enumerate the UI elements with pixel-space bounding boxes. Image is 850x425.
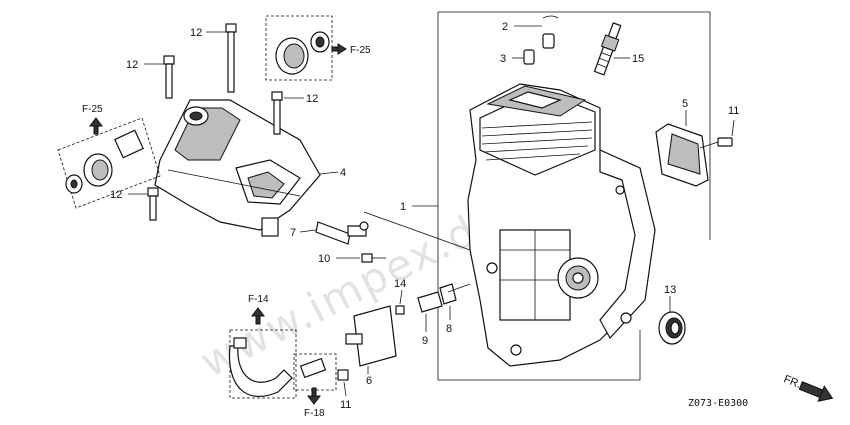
- callout-12-left: 12: [126, 59, 138, 71]
- spark-plug[interactable]: [593, 22, 624, 76]
- bolt-12-left[interactable]: [163, 55, 175, 99]
- tube-assembly: [293, 353, 337, 391]
- crankcase[interactable]: [467, 83, 656, 367]
- arrow-up-icon: [89, 117, 103, 135]
- breather-tube[interactable]: [315, 221, 369, 245]
- callout-4: 4: [340, 167, 346, 179]
- breather-gasket[interactable]: [417, 291, 443, 313]
- callout-7: 7: [290, 227, 296, 239]
- diagram-code: Z073-E0300: [688, 398, 748, 409]
- callout-2: 2: [502, 21, 508, 33]
- arrow-up-icon-f14: [251, 307, 265, 325]
- callout-6: 6: [366, 375, 372, 387]
- callout-12-top: 12: [190, 27, 202, 39]
- ref-f14[interactable]: F-14: [248, 294, 269, 305]
- breather-valve[interactable]: [439, 283, 471, 305]
- side-cover[interactable]: [154, 99, 321, 237]
- arrow-right-icon: [331, 43, 347, 55]
- callout-11-bottom: 11: [340, 399, 351, 411]
- callout-11-right: 11: [728, 105, 739, 117]
- callout-12-mid: 12: [306, 93, 318, 105]
- bearing-set-top: [265, 15, 333, 81]
- callout-9: 9: [422, 335, 428, 347]
- bolt-12-mid[interactable]: [271, 91, 283, 135]
- bolt-10[interactable]: [361, 253, 386, 263]
- oil-seal[interactable]: [658, 311, 686, 345]
- breather-cover[interactable]: [655, 123, 709, 187]
- callout-14: 14: [394, 278, 406, 290]
- breather-plate[interactable]: [345, 305, 397, 367]
- bolt-right[interactable]: [699, 137, 733, 149]
- screw-14[interactable]: [395, 305, 405, 315]
- callout-13: 13: [664, 284, 676, 296]
- crankcase-bracket: [412, 11, 711, 381]
- dowel-pin[interactable]: [523, 33, 555, 65]
- arrow-down-icon: [307, 387, 321, 405]
- callout-15: 15: [632, 53, 644, 65]
- bolt-12-top[interactable]: [225, 23, 237, 93]
- callout-10: 10: [318, 253, 330, 265]
- ref-f18[interactable]: F-18: [304, 408, 325, 419]
- bolt-bottom[interactable]: [337, 369, 349, 381]
- callout-12-low: 12: [110, 189, 122, 201]
- hose-assembly: [228, 329, 297, 399]
- callout-8: 8: [446, 323, 452, 335]
- bolt-12-low[interactable]: [147, 187, 159, 221]
- callout-5: 5: [682, 98, 688, 110]
- callout-3: 3: [500, 53, 506, 65]
- callout-1: 1: [400, 201, 406, 213]
- ref-f25-left[interactable]: F-25: [82, 104, 103, 115]
- bearing-set-left: [57, 117, 161, 209]
- ref-f25-top[interactable]: F-25: [350, 45, 371, 56]
- front-direction-arrow-icon: [798, 381, 834, 402]
- seal-ring[interactable]: [542, 15, 559, 19]
